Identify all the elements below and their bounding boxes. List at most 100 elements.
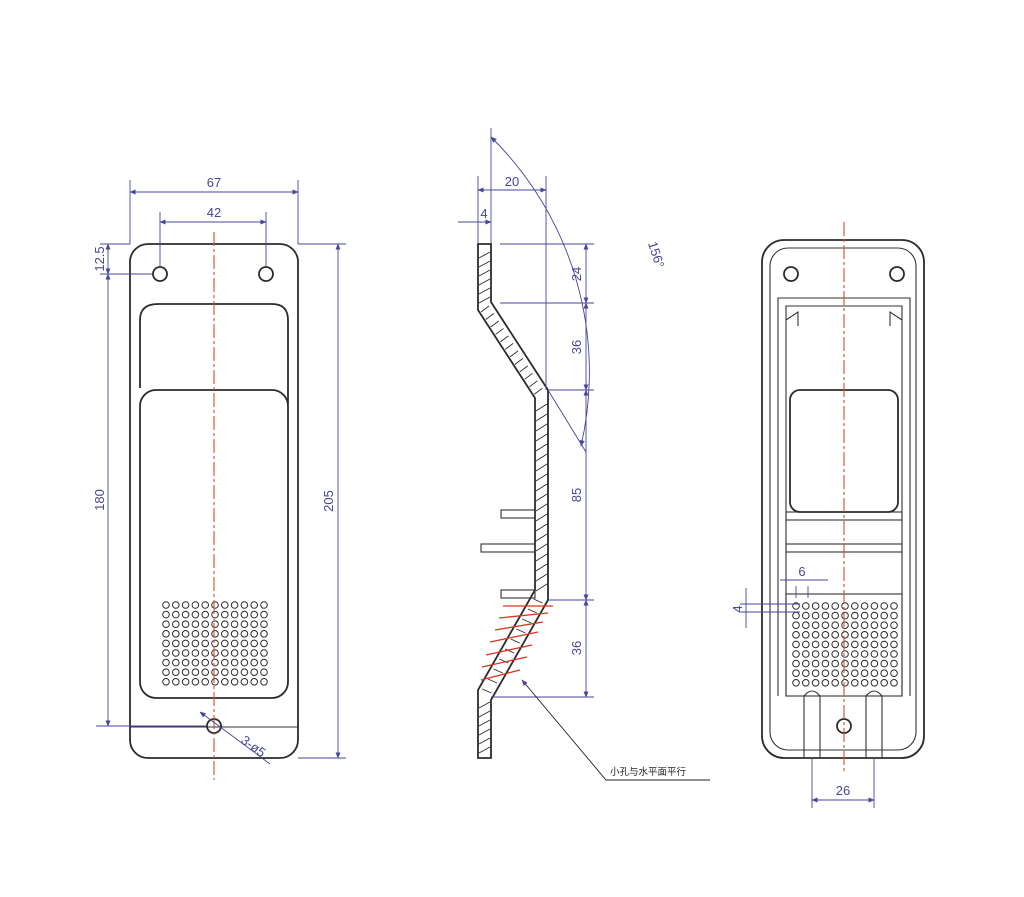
- rear-perforation-hole: [880, 650, 889, 658]
- front-perforation-hole: [172, 678, 180, 686]
- front-perforation-hole: [260, 639, 268, 648]
- hatch-line: [480, 305, 490, 313]
- rear-perforation-hole: [890, 669, 898, 678]
- rear-perforation-hole: [860, 621, 869, 630]
- rear-perforation-hole: [880, 669, 889, 678]
- rear-perforation-hole: [821, 669, 830, 678]
- rear-perforation-hole: [802, 631, 810, 639]
- front-perforation-hole: [260, 658, 268, 667]
- rear-perforation-hole: [841, 611, 849, 620]
- front-mount-hole-left: [152, 266, 168, 282]
- front-perforation-hole: [221, 658, 229, 667]
- rear-perforation-hole: [811, 650, 820, 658]
- side-rib-lower: [500, 589, 536, 599]
- rear-perforation-hole: [811, 659, 820, 668]
- dim-text-24: 24: [569, 267, 584, 281]
- front-perforation-hole: [201, 649, 209, 657]
- hatch-line: [535, 403, 548, 412]
- side-small-hole-marks: [480, 605, 553, 681]
- rear-mount-hole-left: [783, 266, 799, 282]
- front-perforation-hole: [162, 610, 170, 619]
- front-perforation-hole: [181, 620, 190, 629]
- rear-perforation-hole: [851, 640, 859, 649]
- rear-perforation-hole: [811, 640, 820, 649]
- note-text: 小孔与水平面平行: [610, 766, 687, 778]
- hatch-line: [478, 269, 491, 277]
- rear-perforation-hole: [811, 602, 820, 610]
- rear-perforation-hole: [851, 621, 859, 630]
- front-mount-hole-right: [258, 266, 274, 282]
- rear-perforation-hole: [860, 679, 869, 687]
- front-perforation-hole: [260, 649, 268, 657]
- dim-text-85: 85: [569, 488, 584, 502]
- rear-perforation-hole: [890, 659, 898, 668]
- rear-perforation-hole: [841, 659, 849, 668]
- front-perforation-hole: [201, 658, 209, 667]
- rear-perforation-hole: [811, 679, 820, 687]
- rear-perforation-hole: [811, 621, 820, 630]
- front-perforation-hole: [162, 601, 170, 609]
- rear-perforation-hole: [821, 650, 830, 658]
- front-perforation-hole: [181, 668, 190, 677]
- dim-text-42: 42: [207, 205, 221, 220]
- rear-perforation-hole: [870, 611, 879, 620]
- hatch-line: [478, 278, 491, 286]
- front-perforation-hole: [240, 678, 249, 686]
- front-perforation-hole: [181, 658, 190, 667]
- hatch-line: [535, 413, 548, 422]
- front-perforation-hole: [172, 610, 180, 619]
- front-perforation-hole: [250, 678, 258, 686]
- front-perforation-hole: [260, 668, 268, 677]
- rear-perforation-hole: [821, 631, 830, 639]
- front-perforation-hole: [260, 678, 268, 686]
- front-perforation-hole: [240, 630, 249, 638]
- front-perforation-hole: [250, 649, 258, 657]
- front-perforation-hole: [240, 658, 249, 667]
- rear-perforation-hole: [880, 659, 889, 668]
- front-perforation-hole: [181, 610, 190, 619]
- front-perforation-hole: [221, 649, 229, 657]
- front-perforation-hole: [172, 620, 180, 629]
- rear-perforation-hole: [860, 659, 869, 668]
- rear-perforation-hole: [841, 650, 849, 658]
- front-perforation-hole: [221, 639, 229, 648]
- front-perforation-hole: [250, 610, 258, 619]
- front-perforation-hole: [250, 620, 258, 629]
- front-perforation-hole: [230, 610, 239, 619]
- front-perforation-hole: [211, 601, 219, 609]
- side-rib-upper: [500, 509, 536, 519]
- rear-perforation-hole: [841, 621, 849, 630]
- front-perforation-hole: [230, 658, 239, 667]
- rear-perforation-hole: [860, 669, 869, 678]
- front-perforation-hole: [201, 610, 209, 619]
- rear-perforation-hole: [851, 650, 859, 658]
- rear-perforation-hole: [880, 621, 889, 630]
- rear-perforation-hole: [802, 650, 810, 658]
- front-perforation-hole: [201, 639, 209, 648]
- hatch-line: [535, 523, 548, 532]
- rear-perforation-grid: [792, 602, 898, 687]
- front-perforation-hole: [162, 668, 170, 677]
- dim-text-rear-4: 4: [730, 605, 745, 612]
- dim-text-67: 67: [207, 175, 221, 190]
- dim-text-12-5: 12.5: [92, 246, 107, 271]
- rear-perforation-hole: [890, 621, 898, 630]
- front-perforation-hole: [172, 630, 180, 638]
- rear-perforation-hole: [880, 631, 889, 639]
- hatch-line: [495, 328, 504, 335]
- front-perforation-hole: [172, 658, 180, 667]
- dim-text-180: 180: [92, 489, 107, 511]
- rear-perforation-hole: [792, 611, 800, 620]
- front-perforation-hole: [230, 678, 239, 686]
- rear-view: 6 4 26: [730, 222, 925, 808]
- front-perforation-hole: [181, 639, 190, 648]
- rear-perforation-hole: [860, 602, 869, 610]
- rear-perforation-hole: [811, 611, 820, 620]
- hatch-line: [533, 598, 543, 604]
- front-perforation-hole: [162, 678, 170, 686]
- rear-perforation-hole: [802, 640, 810, 649]
- hatch-line: [535, 513, 548, 522]
- hatch-line: [535, 433, 548, 442]
- rear-perforation-hole: [831, 640, 840, 649]
- hatch-line: [535, 583, 548, 592]
